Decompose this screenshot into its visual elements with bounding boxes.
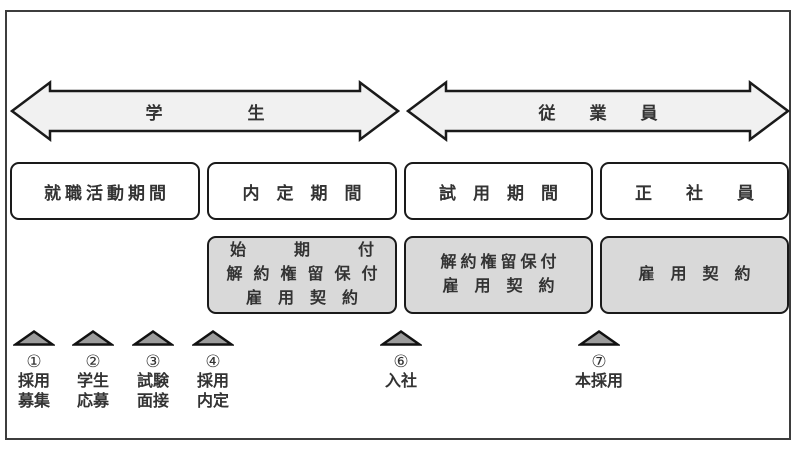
phase-arrow-label: 学 生 [145, 103, 265, 123]
timeline-marker-triangle-icon [578, 329, 620, 346]
milestone-label: 試験 [136, 373, 169, 390]
stage-title: 内 定 期 間 [242, 183, 362, 203]
milestone-label: 学生 [76, 373, 109, 390]
contract-line: 雇 用 契 約 [245, 290, 358, 307]
stage-box-job-hunting: 就職活動期間 [10, 162, 200, 220]
milestone-7-formal-employment: ⑦ 本採用 [557, 329, 641, 392]
phase-arrow-student: 学 生 [10, 80, 400, 142]
stage-title: 就職活動期間 [44, 183, 170, 203]
milestone-3-exam-interview: ③ 試験 面接 [111, 329, 195, 412]
milestone-6-joining-company: ⑥ 入社 [359, 329, 443, 392]
milestone-number: ④ [205, 352, 221, 371]
milestone-4-job-offer: ④ 採用 内定 [171, 329, 255, 412]
timeline-marker-triangle-icon [72, 329, 114, 346]
milestone-label: 内定 [196, 393, 229, 410]
contract-box-job-offer-period: 始 期 付 解約権留保付 雇 用 契 約 [207, 236, 397, 314]
timeline-marker-triangle-icon [132, 329, 174, 346]
contract-box-regular-employee: 雇 用 契 約 [600, 236, 789, 314]
milestone-label: 採用 [196, 373, 229, 390]
stage-box-regular-employee: 正 社 員 [600, 162, 789, 220]
stage-box-trial-period: 試 用 期 間 [404, 162, 593, 220]
milestone-number: ② [85, 352, 101, 371]
milestone-2-student-application: ② 学生 応募 [51, 329, 135, 412]
stage-title: 試 用 期 間 [439, 183, 558, 203]
timeline-marker-triangle-icon [13, 329, 55, 346]
timeline-marker-triangle-icon [380, 329, 422, 346]
milestone-number: ③ [145, 352, 161, 371]
stage-title: 正 社 員 [635, 183, 754, 203]
double-arrow-icon [10, 80, 400, 142]
stage-box-job-offer-period: 内 定 期 間 [207, 162, 397, 220]
milestone-label: 本採用 [574, 373, 623, 390]
phase-arrow-employee: 従 業 員 [406, 80, 790, 142]
contract-line: 解約権留保付 [226, 266, 389, 283]
milestone-number: ⑥ [393, 352, 409, 371]
milestone-1-recruitment: ① 採用 募集 [0, 329, 76, 412]
milestone-number: ⑦ [591, 352, 607, 371]
contract-line: 雇 用 契 約 [442, 278, 555, 295]
milestone-number: ① [26, 352, 42, 371]
contract-line: 雇 用 契 約 [638, 266, 751, 283]
contract-line: 始 期 付 [229, 242, 374, 259]
double-arrow-icon [406, 80, 790, 142]
milestone-label: 応募 [76, 393, 109, 410]
milestone-label: 面接 [136, 393, 169, 410]
diagram-border [5, 10, 791, 440]
timeline-marker-triangle-icon [192, 329, 234, 346]
milestone-label: 募集 [17, 393, 50, 410]
contract-box-trial-period: 解約権留保付 雇 用 契 約 [404, 236, 593, 314]
contract-line: 解約権留保付 [440, 254, 561, 271]
milestone-label: 採用 [17, 373, 50, 390]
phase-arrow-label: 従 業 員 [538, 103, 658, 123]
milestone-label: 入社 [384, 373, 417, 390]
